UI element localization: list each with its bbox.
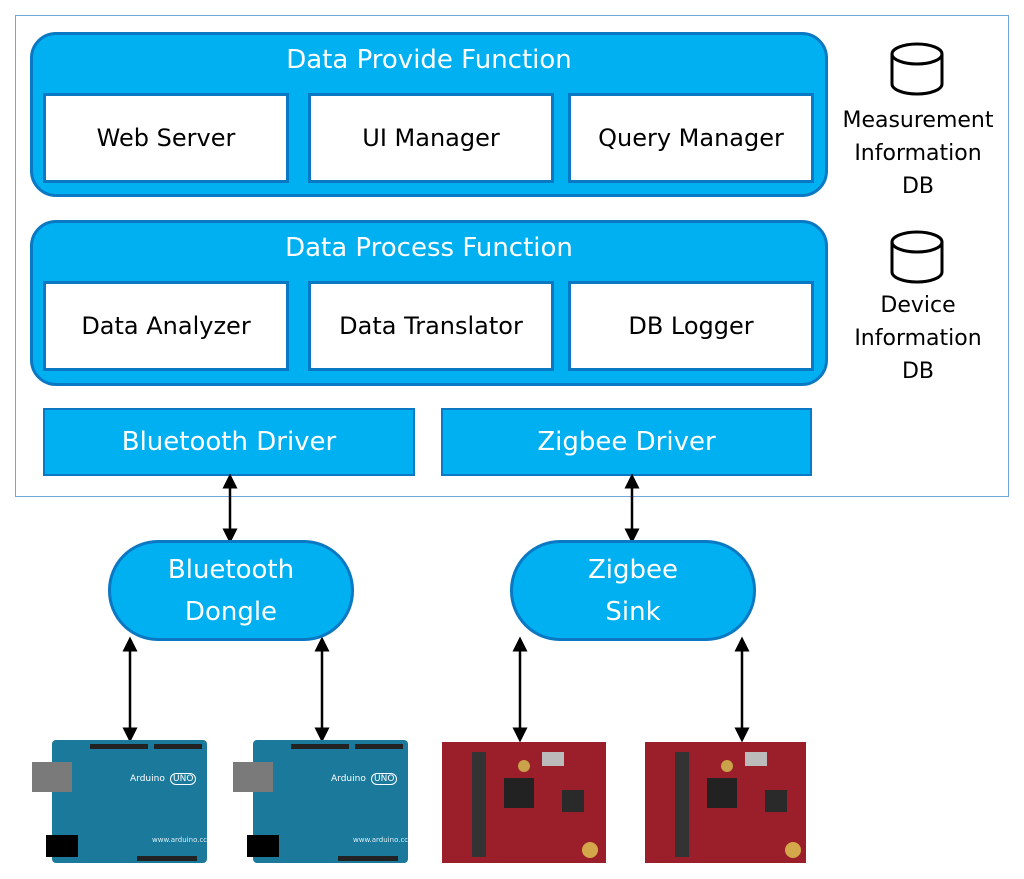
arduino-board-image: Arduino UNO www.arduino.cc bbox=[233, 740, 409, 863]
group-title: Data Provide Function bbox=[286, 45, 572, 75]
arduino-model: UNO bbox=[170, 773, 197, 785]
arduino-board-image: Arduino UNO www.arduino.cc bbox=[32, 740, 208, 863]
arduino-brand: Arduino bbox=[130, 774, 165, 784]
database-icon bbox=[890, 230, 944, 284]
zigbee-board-image bbox=[442, 742, 606, 863]
ui-manager-box: UI Manager bbox=[308, 93, 554, 183]
query-manager-box: Query Manager bbox=[568, 93, 814, 183]
data-provide-function: Data Provide Function Web Server UI Mana… bbox=[30, 32, 828, 197]
zigbee-sink: Zigbee Sink bbox=[510, 540, 756, 641]
arduino-model: UNO bbox=[371, 773, 398, 785]
measurement-db-label: Measurement Information DB bbox=[828, 104, 1008, 203]
group-title: Data Process Function bbox=[285, 233, 573, 263]
zigbee-board-image bbox=[645, 742, 806, 863]
web-server-box: Web Server bbox=[43, 93, 289, 183]
label-line: Sink bbox=[605, 596, 661, 627]
arduino-brand: Arduino bbox=[331, 774, 366, 784]
label-line: DB bbox=[901, 359, 935, 384]
database-icon bbox=[890, 42, 944, 96]
label-line: Information bbox=[854, 141, 982, 166]
bluetooth-dongle: Bluetooth Dongle bbox=[108, 540, 354, 641]
label-line: Zigbee bbox=[587, 554, 679, 585]
label-line: Measurement bbox=[842, 108, 994, 133]
label-line: Bluetooth bbox=[167, 554, 295, 585]
device-db-label: Device Information DB bbox=[828, 289, 1008, 388]
label-line: Dongle bbox=[184, 596, 278, 627]
data-analyzer-box: Data Analyzer bbox=[43, 281, 289, 371]
data-process-function: Data Process Function Data Analyzer Data… bbox=[30, 220, 828, 386]
arduino-url: www.arduino.cc bbox=[152, 836, 208, 844]
db-logger-box: DB Logger bbox=[568, 281, 814, 371]
label-line: Device bbox=[880, 293, 956, 318]
data-translator-box: Data Translator bbox=[308, 281, 554, 371]
label-line: Information bbox=[854, 326, 982, 351]
bluetooth-driver-box: Bluetooth Driver bbox=[43, 408, 415, 476]
arduino-url: www.arduino.cc bbox=[353, 836, 409, 844]
label-line: DB bbox=[901, 174, 935, 199]
zigbee-driver-box: Zigbee Driver bbox=[441, 408, 812, 476]
